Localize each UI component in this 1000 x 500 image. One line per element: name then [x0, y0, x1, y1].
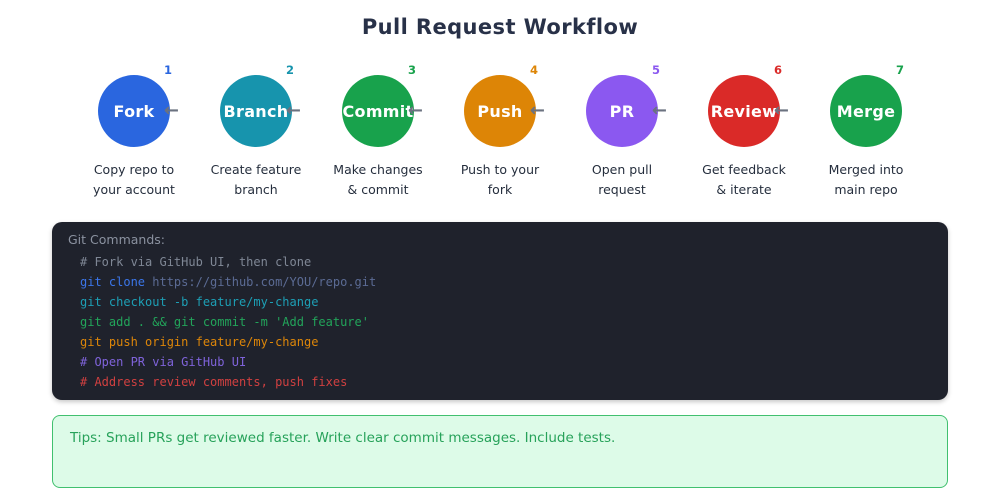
step-circle-wrap: Review 6 ← — [708, 63, 789, 147]
step-circle-fork: Fork — [98, 75, 170, 147]
git-commands-header: Git Commands: — [68, 232, 166, 247]
code-line-comment-review: # Address review comments, push fixes — [68, 372, 932, 392]
arrow-left-icon: ← — [529, 100, 545, 121]
arrow-left-icon: ← — [285, 100, 301, 121]
step-description: Get feedback & iterate — [702, 162, 786, 197]
step-circle-merge: Merge — [830, 75, 902, 147]
step-description: Create feature branch — [210, 162, 302, 197]
code-line-comment-open-pr: # Open PR via GitHub UI — [68, 352, 932, 372]
arrow-left-icon: ← — [407, 100, 423, 121]
step-number: 3 — [407, 63, 416, 77]
step-item-pr: PR 5 ← Open pull request — [561, 63, 683, 200]
step-item-push: Push 4 ← Push to your fork — [439, 63, 561, 200]
step-item-fork: Fork 1 ← Copy repo to your account — [73, 63, 195, 200]
step-number: 5 — [651, 63, 660, 77]
arrow-left-icon: ← — [651, 100, 667, 121]
step-circle-branch: Branch — [220, 75, 292, 147]
step-circle-wrap: Push 4 ← — [464, 63, 545, 147]
step-item-merge: Merge 7 Merged into main repo — [805, 63, 927, 200]
code-url-text: https://github.com/YOU/repo.git — [152, 275, 377, 289]
git-commands-panel: Git Commands: # Fork via GitHub UI, then… — [52, 222, 948, 400]
step-circle-pr: PR — [586, 75, 658, 147]
tips-text: Tips: Small PRs get reviewed faster. Wri… — [70, 430, 616, 446]
code-text: # Fork via GitHub UI, then clone — [80, 255, 312, 269]
step-circle-push: Push — [464, 75, 536, 147]
workflow-steps-row: Fork 1 ← Copy repo to your account Branc… — [0, 63, 1000, 200]
code-line-git-checkout: git checkout -b feature/my-change — [68, 292, 932, 312]
step-circle-wrap: Merge 7 — [830, 63, 904, 147]
step-description: Copy repo to your account — [93, 162, 175, 197]
code-line-git-push: git push origin feature/my-change — [68, 332, 932, 352]
step-number: 4 — [529, 63, 538, 77]
step-number: 7 — [895, 63, 904, 77]
code-line-git-clone: git clone https://github.com/YOU/repo.gi… — [68, 272, 932, 292]
arrow-left-icon: ← — [163, 100, 179, 121]
code-text: # Address review comments, push fixes — [80, 375, 348, 389]
code-text: git push origin feature/my-change — [80, 335, 319, 349]
step-circle-wrap: Fork 1 ← — [98, 63, 179, 147]
step-circle-wrap: PR 5 ← — [586, 63, 667, 147]
step-circle-wrap: Commit 3 ← — [342, 63, 423, 147]
step-number: 6 — [773, 63, 782, 77]
step-description: Merged into main repo — [828, 162, 904, 197]
code-text: git add . && git commit -m 'Add feature' — [80, 315, 369, 329]
step-number: 1 — [163, 63, 172, 77]
step-item-branch: Branch 2 ← Create feature branch — [195, 63, 317, 200]
code-text: # Open PR via GitHub UI — [80, 355, 247, 369]
page-title: Pull Request Workflow — [361, 15, 639, 39]
step-description: Make changes & commit — [333, 162, 423, 197]
step-description: Open pull request — [591, 162, 653, 197]
code-text: git checkout -b feature/my-change — [80, 295, 319, 309]
code-command-text: git clone — [80, 275, 153, 289]
code-line-git-add-commit: git add . && git commit -m 'Add feature' — [68, 312, 932, 332]
code-line-comment-fork: # Fork via GitHub UI, then clone — [68, 252, 932, 272]
tips-box: Tips: Small PRs get reviewed faster. Wri… — [52, 415, 948, 488]
step-number: 2 — [285, 63, 294, 77]
step-circle-wrap: Branch 2 ← — [220, 63, 301, 147]
step-item-commit: Commit 3 ← Make changes & commit — [317, 63, 439, 200]
step-circle-commit: Commit — [342, 75, 414, 147]
step-item-review: Review 6 ← Get feedback & iterate — [683, 63, 805, 200]
arrow-left-icon: ← — [773, 100, 789, 121]
step-circle-review: Review — [708, 75, 780, 147]
step-description: Push to your fork — [460, 162, 540, 197]
